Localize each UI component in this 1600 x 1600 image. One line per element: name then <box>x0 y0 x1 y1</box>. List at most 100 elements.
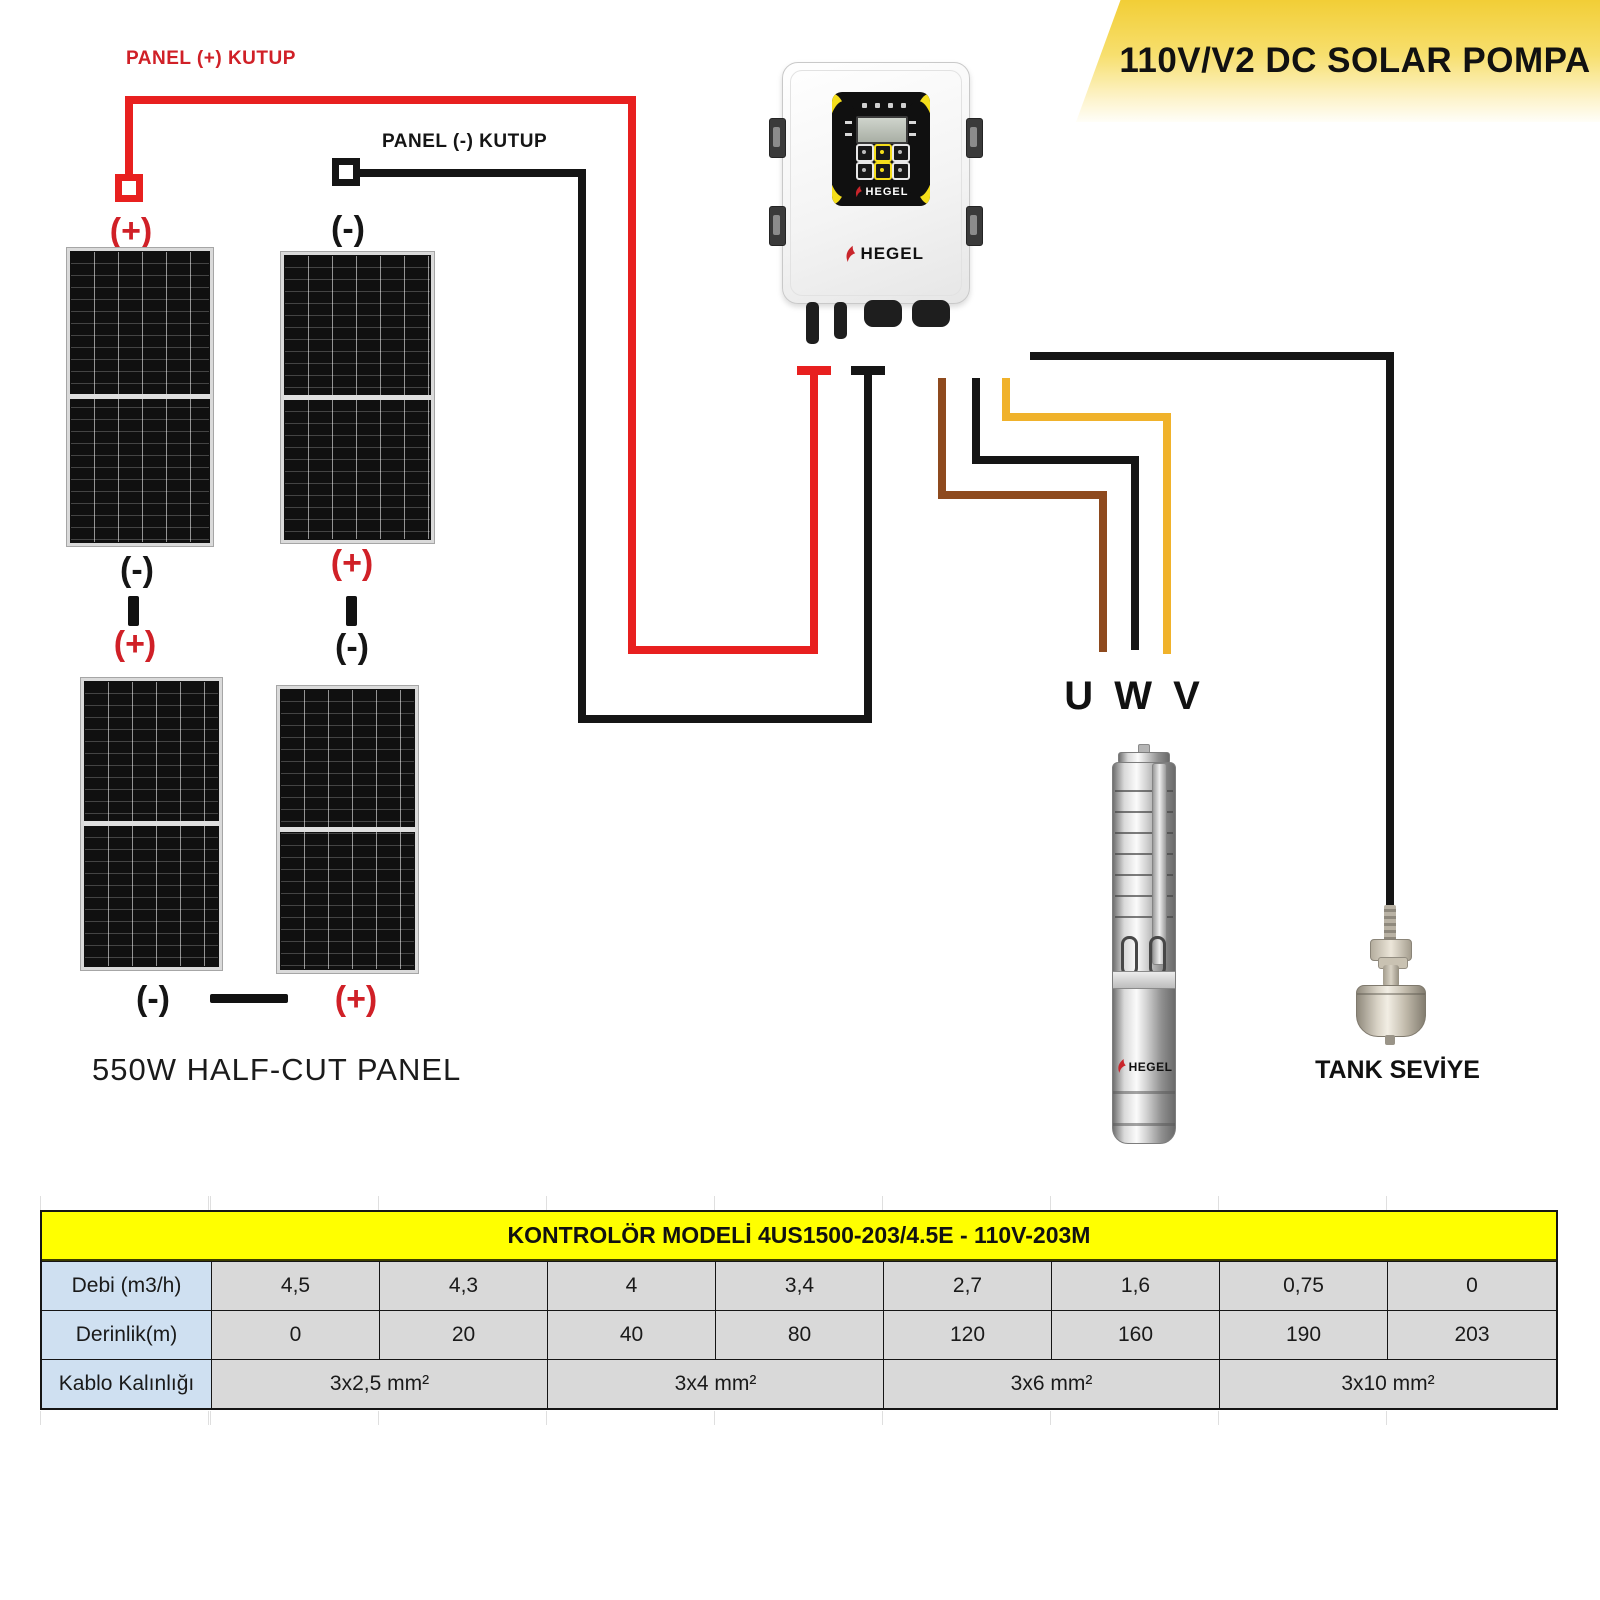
tank-sensor-label: TANK SEVİYE <box>1315 1056 1480 1084</box>
table-cell: 0 <box>1388 1261 1556 1310</box>
sign-p3-top: (+) <box>113 625 157 663</box>
positive-wire-drop-to-connector <box>125 96 133 179</box>
controller-button[interactable] <box>892 144 910 162</box>
solar-panel-3 <box>80 677 223 971</box>
negative-wire-top-run <box>360 169 586 177</box>
sign-p1-top: (+) <box>109 212 153 250</box>
float-body <box>1356 985 1426 1037</box>
solar-panel-2 <box>280 251 435 544</box>
negative-wire-mid-drop <box>578 169 586 723</box>
table-row-label: Debi (m3/h) <box>42 1261 212 1310</box>
table-cell: 1,6 <box>1052 1261 1220 1310</box>
controller-display <box>856 116 908 144</box>
table-cell: 3,4 <box>716 1261 884 1310</box>
solar-panel-1 <box>66 247 214 547</box>
display-tick <box>909 133 916 136</box>
controller-button[interactable] <box>856 144 874 162</box>
pump-groove <box>1113 1123 1175 1126</box>
panel-half-cut-gap <box>280 826 415 832</box>
motor-wire-w-drop <box>1131 456 1139 650</box>
motor-wire-v-run <box>1002 413 1171 421</box>
pump-clip <box>1121 936 1138 976</box>
motor-wire-u-run <box>938 491 1107 499</box>
solar-panel-4 <box>276 685 419 974</box>
display-tick <box>845 121 852 124</box>
panel-half-cut-gap <box>84 821 219 826</box>
float-stem <box>1383 965 1399 987</box>
controller-button[interactable] <box>892 162 910 180</box>
table-row-label: Kablo Kalınlığı <box>42 1359 212 1408</box>
sign-p4-top: (-) <box>335 628 369 666</box>
status-led <box>862 103 867 108</box>
status-led <box>888 103 893 108</box>
pump-brand: HEGEL <box>1113 1059 1175 1074</box>
table-cell: 20 <box>380 1310 548 1359</box>
table-cell: 160 <box>1052 1310 1220 1359</box>
controller-body-brand: HEGEL <box>844 244 924 264</box>
sign-p1-bottom: (-) <box>120 551 154 589</box>
hegel-logo-icon <box>846 245 856 262</box>
tank-wire-drop <box>1386 352 1394 905</box>
series-link-col1 <box>128 596 139 626</box>
status-led <box>875 103 880 108</box>
controller-button[interactable] <box>874 144 892 162</box>
spreadsheet-gridline-strip-top <box>40 1196 1554 1210</box>
controller-latch <box>769 206 786 246</box>
pump-groove <box>1113 1091 1175 1094</box>
motor-wire-u-drop <box>1099 491 1107 652</box>
negative-wire-bottom-run <box>578 715 872 723</box>
panel-positive-wire-label: PANEL (+) KUTUP <box>126 48 296 69</box>
table-cell: 0 <box>212 1310 380 1359</box>
table-header: KONTROLÖR MODELİ 4US1500-203/4.5E - 110V… <box>42 1212 1556 1261</box>
pump-coupling-band <box>1113 971 1175 989</box>
pump-body: HEGEL <box>1112 762 1176 1144</box>
panel-half-cut-gap <box>284 394 431 400</box>
title-banner: 110V/V2 DC SOLAR POMPA <box>1076 0 1600 122</box>
float-threaded-stud <box>1384 905 1396 945</box>
cable-gland <box>864 300 902 327</box>
table-row-label: Derinlik(m) <box>42 1310 212 1359</box>
table-cell: 3x10 mm² <box>1220 1359 1556 1408</box>
controller-button[interactable] <box>874 162 892 180</box>
table-cell: 2,7 <box>884 1261 1052 1310</box>
controller-latch <box>966 206 983 246</box>
cable-gland <box>834 302 847 339</box>
controller-spec-table: KONTROLÖR MODELİ 4US1500-203/4.5E - 110V… <box>40 1210 1558 1410</box>
controller-latch <box>769 118 786 158</box>
controller-panel-brand: HEGEL <box>832 186 930 198</box>
negative-terminal-lug <box>851 366 885 375</box>
table-cell: 0,75 <box>1220 1261 1388 1310</box>
table-cell: 3x2,5 mm² <box>212 1359 548 1408</box>
motor-terminal-labels: U W V <box>1064 674 1200 718</box>
cable-gland <box>806 302 819 344</box>
positive-wire-bottom-run <box>628 646 818 654</box>
float-bottom-stud <box>1385 1035 1395 1045</box>
controller-button[interactable] <box>856 162 874 180</box>
controller-ridge <box>790 70 962 296</box>
hegel-logo-icon <box>855 186 862 198</box>
status-led <box>901 103 906 108</box>
table-cell: 4,5 <box>212 1261 380 1310</box>
pump-clip <box>1149 936 1166 976</box>
sign-p3-bottom: (-) <box>136 980 170 1018</box>
positive-mc4-connector <box>115 174 143 202</box>
table-cell: 120 <box>884 1310 1052 1359</box>
pump-cable-guard <box>1152 763 1167 965</box>
display-tick <box>909 121 916 124</box>
positive-wire-mid-drop <box>628 96 636 654</box>
table-cell: 190 <box>1220 1310 1388 1359</box>
motor-wire-w-top <box>972 378 980 464</box>
positive-terminal-lug <box>797 366 831 375</box>
motor-wire-u-top <box>938 378 946 499</box>
page-title: 110V/V2 DC SOLAR POMPA <box>1119 41 1591 80</box>
series-link-bottom <box>210 994 288 1003</box>
controller-latch <box>966 118 983 158</box>
motor-wire-w-run <box>972 456 1139 464</box>
sign-p2-top: (-) <box>331 210 365 248</box>
table-cell: 203 <box>1388 1310 1556 1359</box>
series-link-col2 <box>346 596 357 626</box>
submersible-pump: HEGEL <box>1112 742 1176 1144</box>
motor-wire-v-drop <box>1163 413 1171 654</box>
motor-wire-v-top <box>1002 378 1010 421</box>
display-tick <box>845 133 852 136</box>
